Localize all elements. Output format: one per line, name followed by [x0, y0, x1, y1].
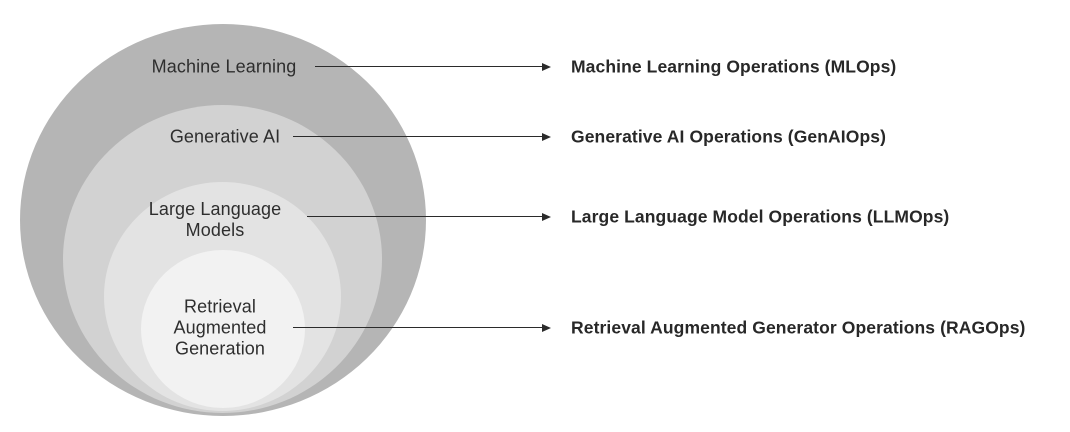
arrow-genaiops [293, 132, 551, 141]
arrow-mlops [315, 62, 551, 71]
circle-retrieval-augmented-generation [141, 250, 305, 408]
ops-label-genaiops: Generative AI Operations (GenAIOps) [571, 126, 887, 147]
ops-label-llmops: Large Language Model Operations (LLMOps) [571, 206, 950, 227]
ring-label-machine-learning: Machine Learning [151, 56, 297, 77]
arrow-llmops [307, 212, 551, 221]
ring-label-retrieval-augmented-generation: Retrieval Augmented Generation [173, 296, 267, 359]
ops-label-mlops: Machine Learning Operations (MLOps) [571, 56, 897, 77]
ring-label-large-language-models: Large Language Models [148, 199, 282, 240]
arrow-ragops [293, 323, 551, 332]
ops-label-ragops: Retrieval Augmented Generator Operations… [571, 317, 1026, 338]
ring-label-generative-ai: Generative AI [169, 126, 281, 147]
